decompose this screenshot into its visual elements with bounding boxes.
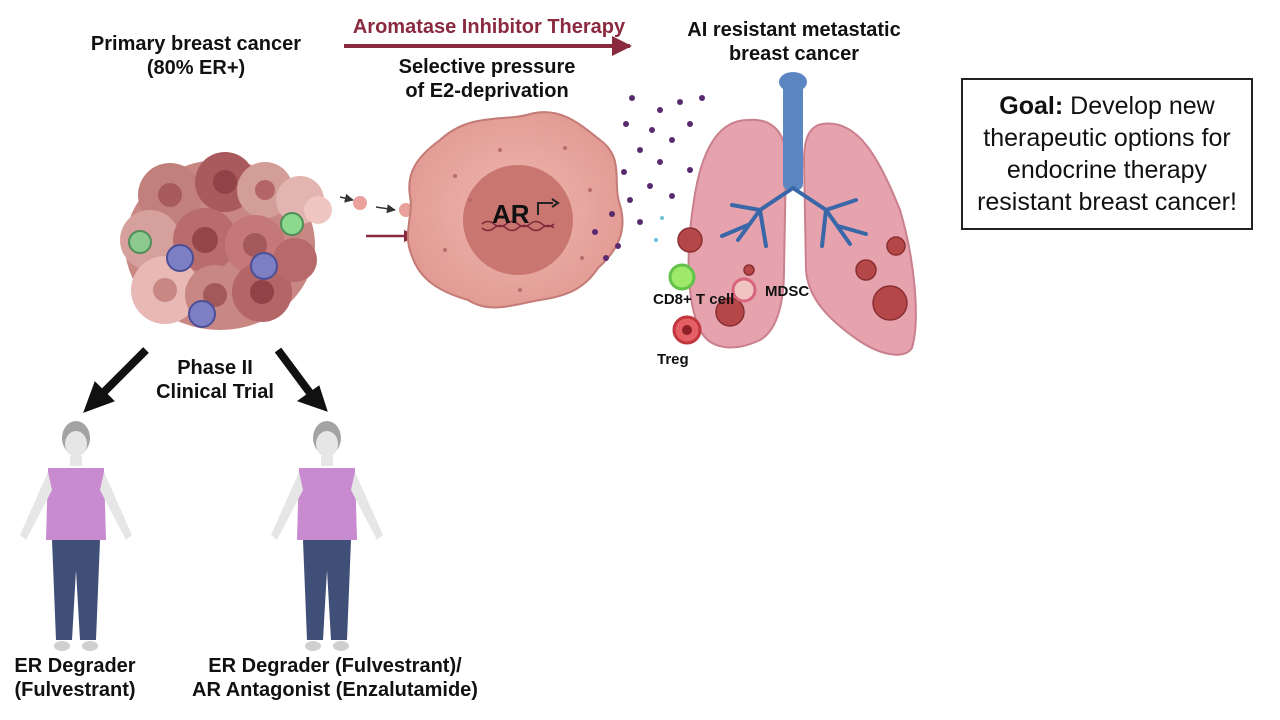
- ar-gene-label: AR: [492, 199, 530, 229]
- trial-line2: Clinical Trial: [156, 380, 274, 403]
- patient-figure-1: [20, 421, 132, 651]
- goal-text: Goal: Develop new therapeutic options fo…: [971, 90, 1243, 218]
- metastatic-line2: breast cancer: [728, 42, 860, 65]
- primary-cancer-label: Primary breast cancer (80% ER+): [80, 33, 312, 80]
- goal-box: Goal: Develop new therapeutic options fo…: [961, 78, 1253, 230]
- pressure-line2: of E2-deprivation: [405, 79, 569, 102]
- trial-label: Phase II Clinical Trial: [140, 357, 290, 404]
- resistant-cell-illustration: [406, 111, 624, 309]
- metastatic-label: AI resistant metastatic breast cancer: [676, 19, 912, 66]
- mdsc-label: MDSC: [765, 283, 810, 300]
- arm1-line2: (Fulvestrant): [14, 678, 136, 701]
- cd8-t-cell-icon: [668, 263, 696, 291]
- goal-body: Develop new therapeutic options for endo…: [977, 92, 1237, 216]
- patient-figure-2: [271, 421, 383, 651]
- therapy-title: Aromatase Inhibitor Therapy: [352, 16, 626, 38]
- arm2-line2: AR Antagonist (Enzalutamide): [192, 678, 478, 701]
- primary-tumor-illustration: [120, 152, 413, 330]
- arm2-line1: ER Degrader (Fulvestrant)/: [208, 655, 462, 677]
- trial-arrows: [83, 347, 328, 413]
- pressure-line1: Selective pressure: [398, 56, 576, 78]
- trial-line1: Phase II: [177, 357, 253, 379]
- pressure-label: Selective pressure of E2-deprivation: [380, 56, 594, 103]
- primary-line2: (80% ER+): [146, 56, 246, 79]
- primary-line1: Primary breast cancer: [90, 33, 302, 55]
- arm1-line1: ER Degrader: [14, 655, 136, 677]
- lungs-illustration: [668, 72, 917, 356]
- arm1-label: ER Degrader (Fulvestrant): [5, 655, 145, 702]
- arm2-label: ER Degrader (Fulvestrant)/ AR Antagonist…: [176, 655, 494, 702]
- metastatic-line1: AI resistant metastatic: [687, 19, 901, 41]
- treg-label: Treg: [657, 351, 689, 368]
- mdsc-icon: [731, 277, 757, 303]
- cd8-label: CD8+ T cell: [653, 291, 735, 308]
- goal-prefix: Goal:: [999, 92, 1064, 120]
- e2-molecules: [592, 95, 739, 261]
